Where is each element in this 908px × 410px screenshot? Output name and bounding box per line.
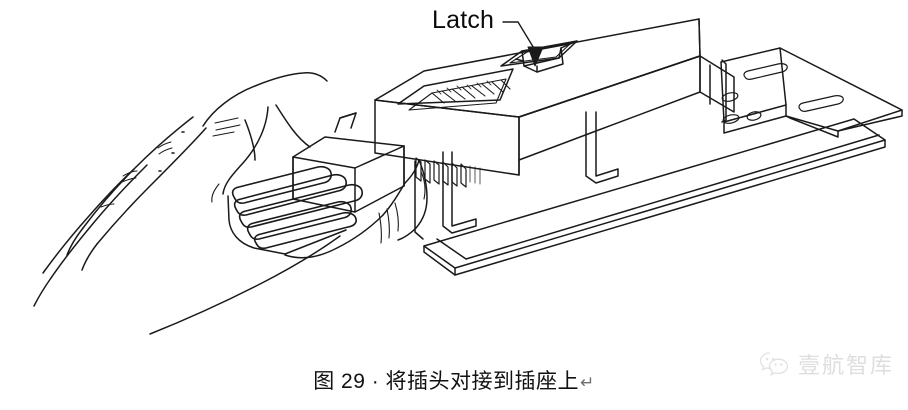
plug-ribbed-grip [227, 165, 363, 255]
socket-housing [374, 18, 735, 176]
left-hand-fingers [33, 116, 207, 307]
bracket-round-holes [721, 92, 762, 124]
mounting-bracket [720, 47, 903, 138]
grip-rib [233, 173, 347, 216]
figure-caption-text: 图 29 · 将插头对接到插座上 [313, 370, 580, 393]
grip-rib [253, 211, 357, 250]
watermark: 壹航智库 [759, 348, 894, 380]
watermark-text: 壹航智库 [797, 353, 894, 378]
bracket-slot-hole-1 [743, 63, 788, 80]
socket-vent-panel [397, 68, 514, 111]
socket-support-legs [414, 111, 619, 240]
latch-callout-arrow [527, 46, 544, 67]
latch-tab [500, 40, 578, 73]
vent-ribs [431, 79, 511, 104]
pilcrow-mark: ↵ [580, 373, 595, 392]
line-art [33, 18, 903, 335]
bracket-slot-hole-2 [798, 95, 844, 112]
grip-rib [231, 165, 332, 204]
vent-hatch-shading [436, 80, 492, 95]
socket-mating-slots [415, 157, 481, 188]
right-hand-palm [149, 72, 428, 335]
wechat-icon [759, 351, 789, 377]
figure-caption: 图 29 · 将插头对接到插座上↵ [0, 365, 908, 395]
base-plate [423, 118, 886, 276]
latch-callout-label: Latch [432, 6, 495, 34]
latch-callout-leader [502, 21, 536, 51]
